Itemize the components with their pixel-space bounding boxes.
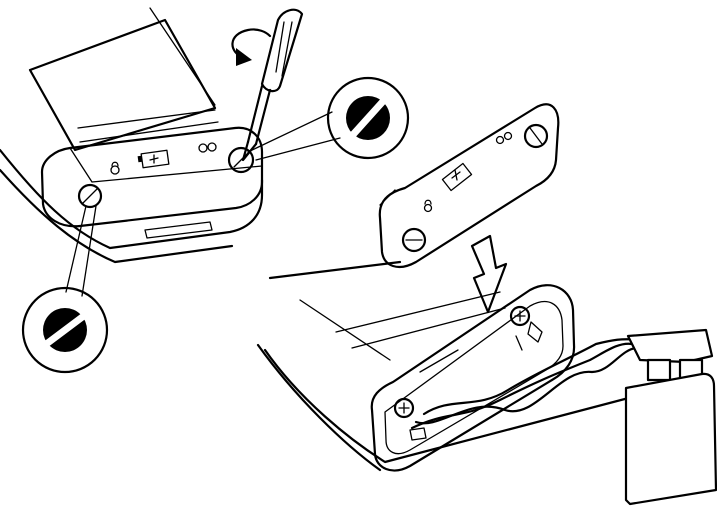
screwdriver-icon: [241, 8, 304, 162]
screw-icon: [393, 397, 415, 419]
battery-icon: [441, 162, 473, 192]
unlock-icon: [423, 199, 433, 213]
screw-detail-callout: [247, 76, 410, 161]
rotate-arrow-icon: [231, 28, 272, 66]
down-arrow-icon: [470, 234, 508, 314]
battery-icon: [137, 149, 170, 169]
device-right: [256, 260, 642, 472]
battery-wires: [410, 338, 642, 430]
battery-cover-removed: [378, 103, 560, 269]
screw-detail-callout: [21, 205, 109, 374]
unlock-icon: [110, 161, 120, 175]
battery-9v-icon: [624, 328, 717, 506]
lock-icon: [198, 142, 217, 153]
device-left: [0, 7, 264, 264]
screw-icon: [401, 227, 427, 253]
lock-icon: [495, 131, 513, 145]
screw-icon: [77, 183, 103, 209]
screw-icon: [523, 123, 549, 149]
screw-icon: [509, 305, 531, 327]
